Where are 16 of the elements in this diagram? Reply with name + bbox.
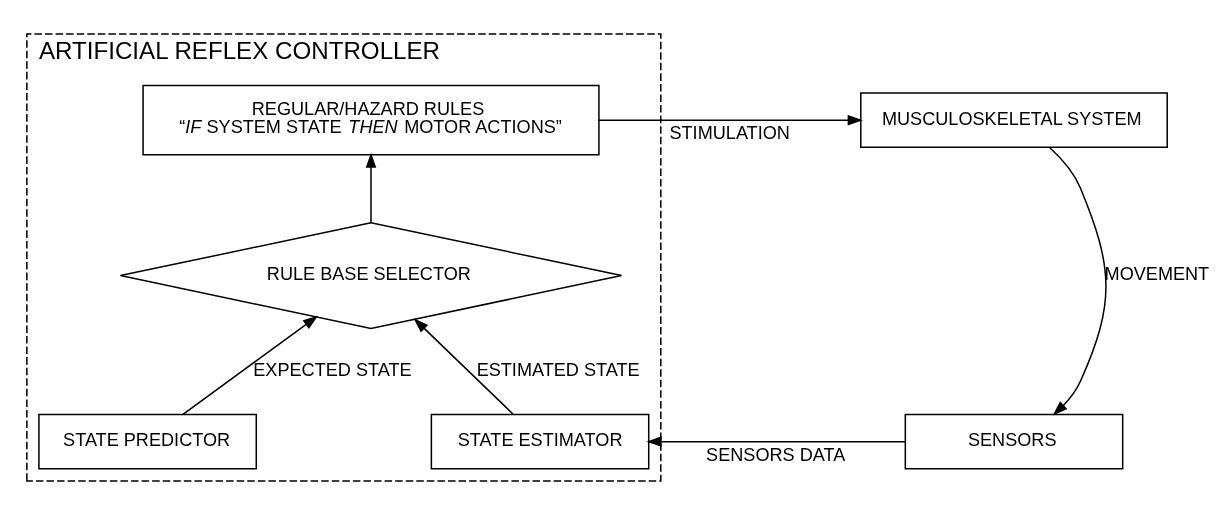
arrow — [365, 152, 377, 224]
node-box: STATE ESTIMATOR — [430, 413, 650, 470]
node-box: MUSCULOSKELETAL SYSTEM — [860, 92, 1168, 149]
edge-label: EXPECTED STATE — [253, 360, 412, 381]
node-box: STATE PREDICTOR — [38, 413, 258, 470]
edge-label: SENSORS DATA — [706, 444, 846, 465]
edge-label: MOVEMENT — [1104, 264, 1210, 285]
edge-label: STIMULATION — [669, 123, 790, 144]
arrow — [182, 315, 318, 416]
arrow — [413, 318, 514, 415]
node-box: REGULAR/HAZARD RULES “IF SYSTEM STATE THEN MOTOR ACTIONS” — [142, 84, 600, 156]
arrow — [1048, 146, 1107, 416]
arrow — [646, 436, 906, 447]
node-box: SENSORS — [904, 413, 1124, 470]
edge-label: ESTIMATED STATE — [476, 360, 640, 381]
arrow — [598, 114, 863, 126]
